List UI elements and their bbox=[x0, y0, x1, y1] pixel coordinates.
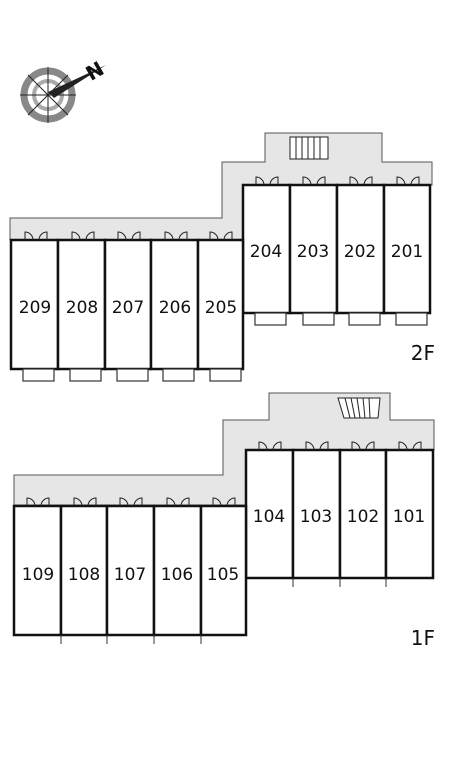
svg-text:205: 205 bbox=[205, 298, 237, 318]
svg-text:202: 202 bbox=[344, 242, 376, 262]
unit-201: 201 bbox=[382, 183, 432, 315]
unit-205: 205 bbox=[196, 238, 245, 371]
svg-text:107: 107 bbox=[114, 565, 146, 585]
svg-text:201: 201 bbox=[391, 242, 423, 262]
unit-207: 207 bbox=[103, 238, 153, 371]
svg-text:105: 105 bbox=[207, 565, 239, 585]
floor-label-1f: 1F bbox=[411, 626, 435, 650]
unit-104: 104 bbox=[244, 448, 295, 580]
svg-text:209: 209 bbox=[19, 298, 51, 318]
unit-209: 209 bbox=[9, 238, 60, 371]
svg-text:208: 208 bbox=[66, 298, 98, 318]
svg-text:102: 102 bbox=[347, 507, 379, 527]
svg-text:207: 207 bbox=[112, 298, 144, 318]
svg-text:106: 106 bbox=[161, 565, 193, 585]
svg-text:204: 204 bbox=[250, 242, 282, 262]
svg-text:109: 109 bbox=[22, 565, 54, 585]
unit-103: 103 bbox=[291, 448, 342, 580]
unit-203: 203 bbox=[288, 183, 339, 315]
svg-text:203: 203 bbox=[297, 242, 329, 262]
svg-text:206: 206 bbox=[159, 298, 191, 318]
floor-2f: 204 203 202 201 209 208 207 206 bbox=[9, 132, 435, 382]
unit-204: 204 bbox=[241, 183, 292, 315]
compass-north-label: N bbox=[82, 56, 109, 85]
unit-105: 105 bbox=[199, 504, 248, 637]
unit-106: 106 bbox=[152, 504, 203, 637]
compass-icon bbox=[20, 65, 106, 123]
floor-1f: 104 103 102 101 109 108 107 106 bbox=[12, 392, 435, 650]
unit-206: 206 bbox=[149, 238, 200, 371]
unit-107: 107 bbox=[105, 504, 156, 637]
svg-text:104: 104 bbox=[253, 507, 285, 527]
balconies-2f bbox=[22, 312, 428, 382]
stairs-icon bbox=[337, 397, 381, 419]
unit-208: 208 bbox=[56, 238, 107, 371]
doors-1f bbox=[26, 441, 422, 507]
unit-102: 102 bbox=[338, 448, 388, 580]
unit-109: 109 bbox=[12, 504, 63, 637]
unit-101: 101 bbox=[384, 448, 435, 580]
doors-2f bbox=[24, 176, 420, 241]
unit-108: 108 bbox=[59, 504, 109, 637]
floor-label-2f: 2F bbox=[411, 341, 435, 365]
stairs-icon bbox=[289, 136, 329, 160]
svg-text:108: 108 bbox=[68, 565, 100, 585]
svg-text:101: 101 bbox=[393, 507, 425, 527]
ground-ticks-1f bbox=[60, 578, 387, 644]
svg-text:103: 103 bbox=[300, 507, 332, 527]
unit-202: 202 bbox=[335, 183, 386, 315]
